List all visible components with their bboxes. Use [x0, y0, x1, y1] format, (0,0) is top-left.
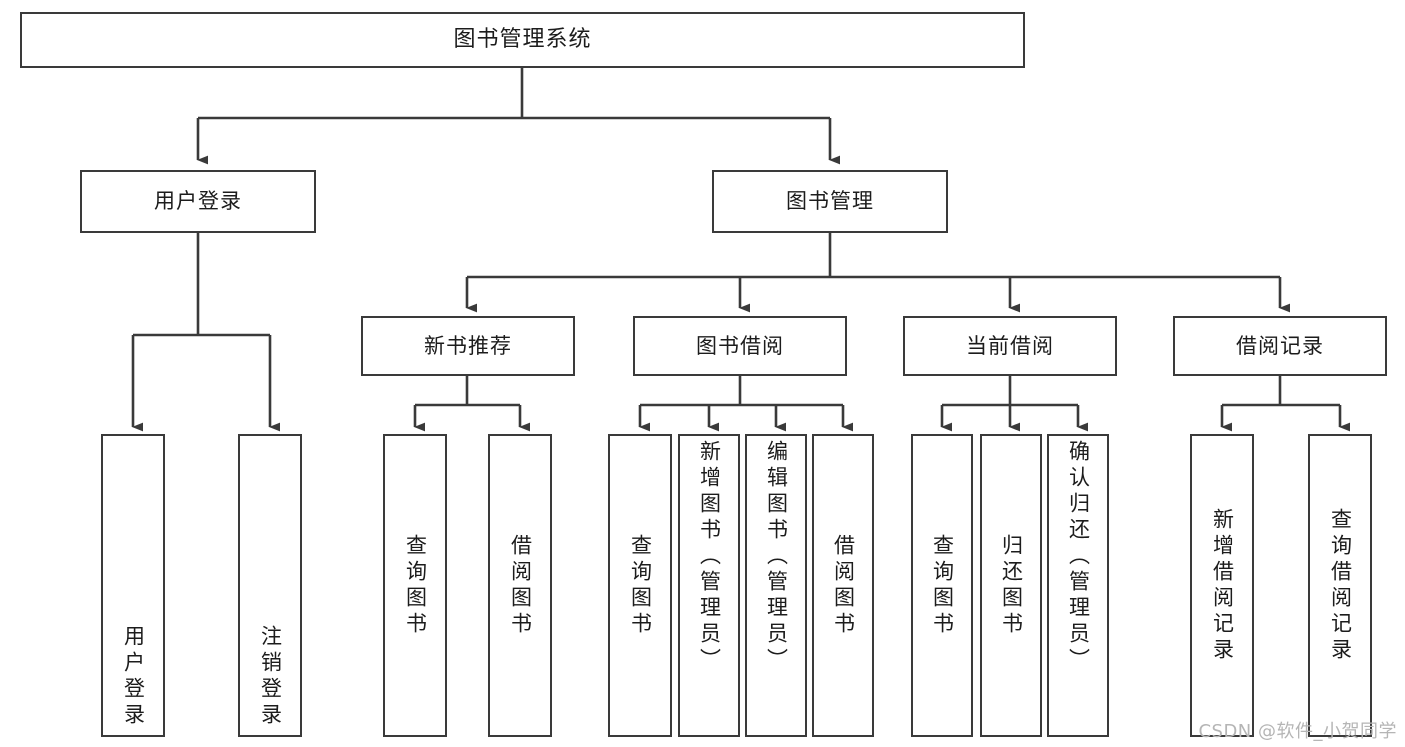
- watermark-text: CSDN @软件_小贺同学: [1198, 721, 1397, 742]
- node-borrow-record-label: 借阅记录: [1236, 333, 1324, 358]
- node-leaf-query-book-1[interactable]: 查询图书: [383, 434, 447, 737]
- node-leaf-edit-book-label: 编辑图书（管理员）: [764, 440, 789, 674]
- node-leaf-add-record-label: 新增借阅记录: [1210, 507, 1235, 664]
- node-leaf-query-book-1-label: 查询图书: [403, 533, 428, 638]
- node-leaf-query-book-2[interactable]: 查询图书: [608, 434, 672, 737]
- node-book-borrow[interactable]: 图书借阅: [633, 316, 847, 376]
- node-leaf-return-book-label: 归还图书: [999, 533, 1024, 638]
- node-book-management[interactable]: 图书管理: [712, 170, 948, 233]
- node-current-borrow-label: 当前借阅: [966, 333, 1054, 358]
- node-book-borrow-label: 图书借阅: [696, 333, 784, 358]
- node-leaf-user-logout[interactable]: 注销登录: [238, 434, 302, 737]
- node-leaf-return-book[interactable]: 归还图书: [980, 434, 1042, 737]
- node-leaf-confirm-return-label: 确认归还（管理员）: [1066, 440, 1091, 674]
- node-leaf-add-record[interactable]: 新增借阅记录: [1190, 434, 1254, 737]
- node-leaf-borrow-book-2-label: 借阅图书: [831, 533, 856, 638]
- node-user-login-label: 用户登录: [154, 189, 242, 214]
- node-leaf-query-book-2-label: 查询图书: [628, 533, 653, 638]
- node-root[interactable]: 图书管理系统: [20, 12, 1025, 68]
- node-borrow-record[interactable]: 借阅记录: [1173, 316, 1387, 376]
- node-leaf-edit-book[interactable]: 编辑图书（管理员）: [745, 434, 807, 737]
- node-book-management-label: 图书管理: [786, 189, 874, 214]
- node-root-label: 图书管理系统: [453, 27, 592, 53]
- node-new-book-recommend-label: 新书推荐: [424, 333, 512, 358]
- node-leaf-add-book[interactable]: 新增图书（管理员）: [678, 434, 740, 737]
- node-leaf-query-record-label: 查询借阅记录: [1328, 507, 1353, 664]
- node-leaf-confirm-return[interactable]: 确认归还（管理员）: [1047, 434, 1109, 737]
- node-leaf-query-record[interactable]: 查询借阅记录: [1308, 434, 1372, 737]
- node-leaf-borrow-book-1[interactable]: 借阅图书: [488, 434, 552, 737]
- node-user-login[interactable]: 用户登录: [80, 170, 316, 233]
- node-leaf-user-login-label: 用户登录: [121, 625, 146, 729]
- node-leaf-borrow-book-2[interactable]: 借阅图书: [812, 434, 874, 737]
- node-leaf-query-book-3-label: 查询图书: [930, 533, 955, 638]
- node-leaf-query-book-3[interactable]: 查询图书: [911, 434, 973, 737]
- node-leaf-user-login[interactable]: 用户登录: [101, 434, 165, 737]
- node-new-book-recommend[interactable]: 新书推荐: [361, 316, 575, 376]
- node-leaf-user-logout-label: 注销登录: [258, 625, 283, 729]
- node-leaf-add-book-label: 新增图书（管理员）: [697, 440, 722, 674]
- node-current-borrow[interactable]: 当前借阅: [903, 316, 1117, 376]
- node-leaf-borrow-book-1-label: 借阅图书: [508, 533, 533, 638]
